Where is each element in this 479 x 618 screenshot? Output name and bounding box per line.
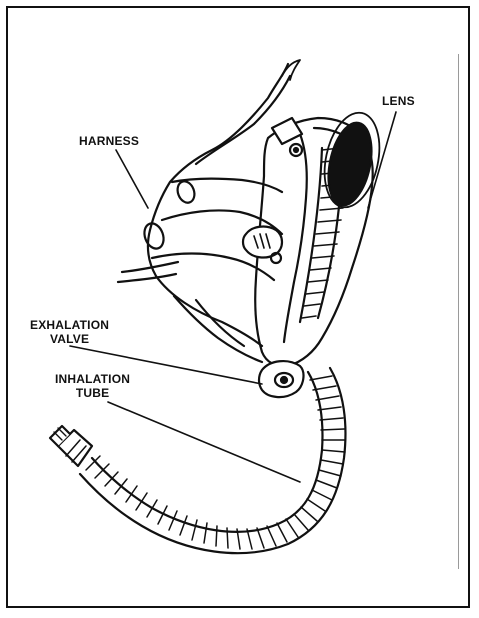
exhalation-valve — [259, 361, 303, 397]
harness-pointer — [116, 150, 148, 208]
harness-straps — [118, 64, 290, 362]
side-clip — [243, 227, 282, 263]
lens-shape — [317, 108, 388, 213]
strap-buckle — [272, 118, 302, 156]
inhalation-pointer — [108, 402, 300, 482]
label-lens: LENS — [382, 94, 415, 108]
label-harness: HARNESS — [79, 134, 139, 148]
top-loop — [282, 60, 300, 80]
